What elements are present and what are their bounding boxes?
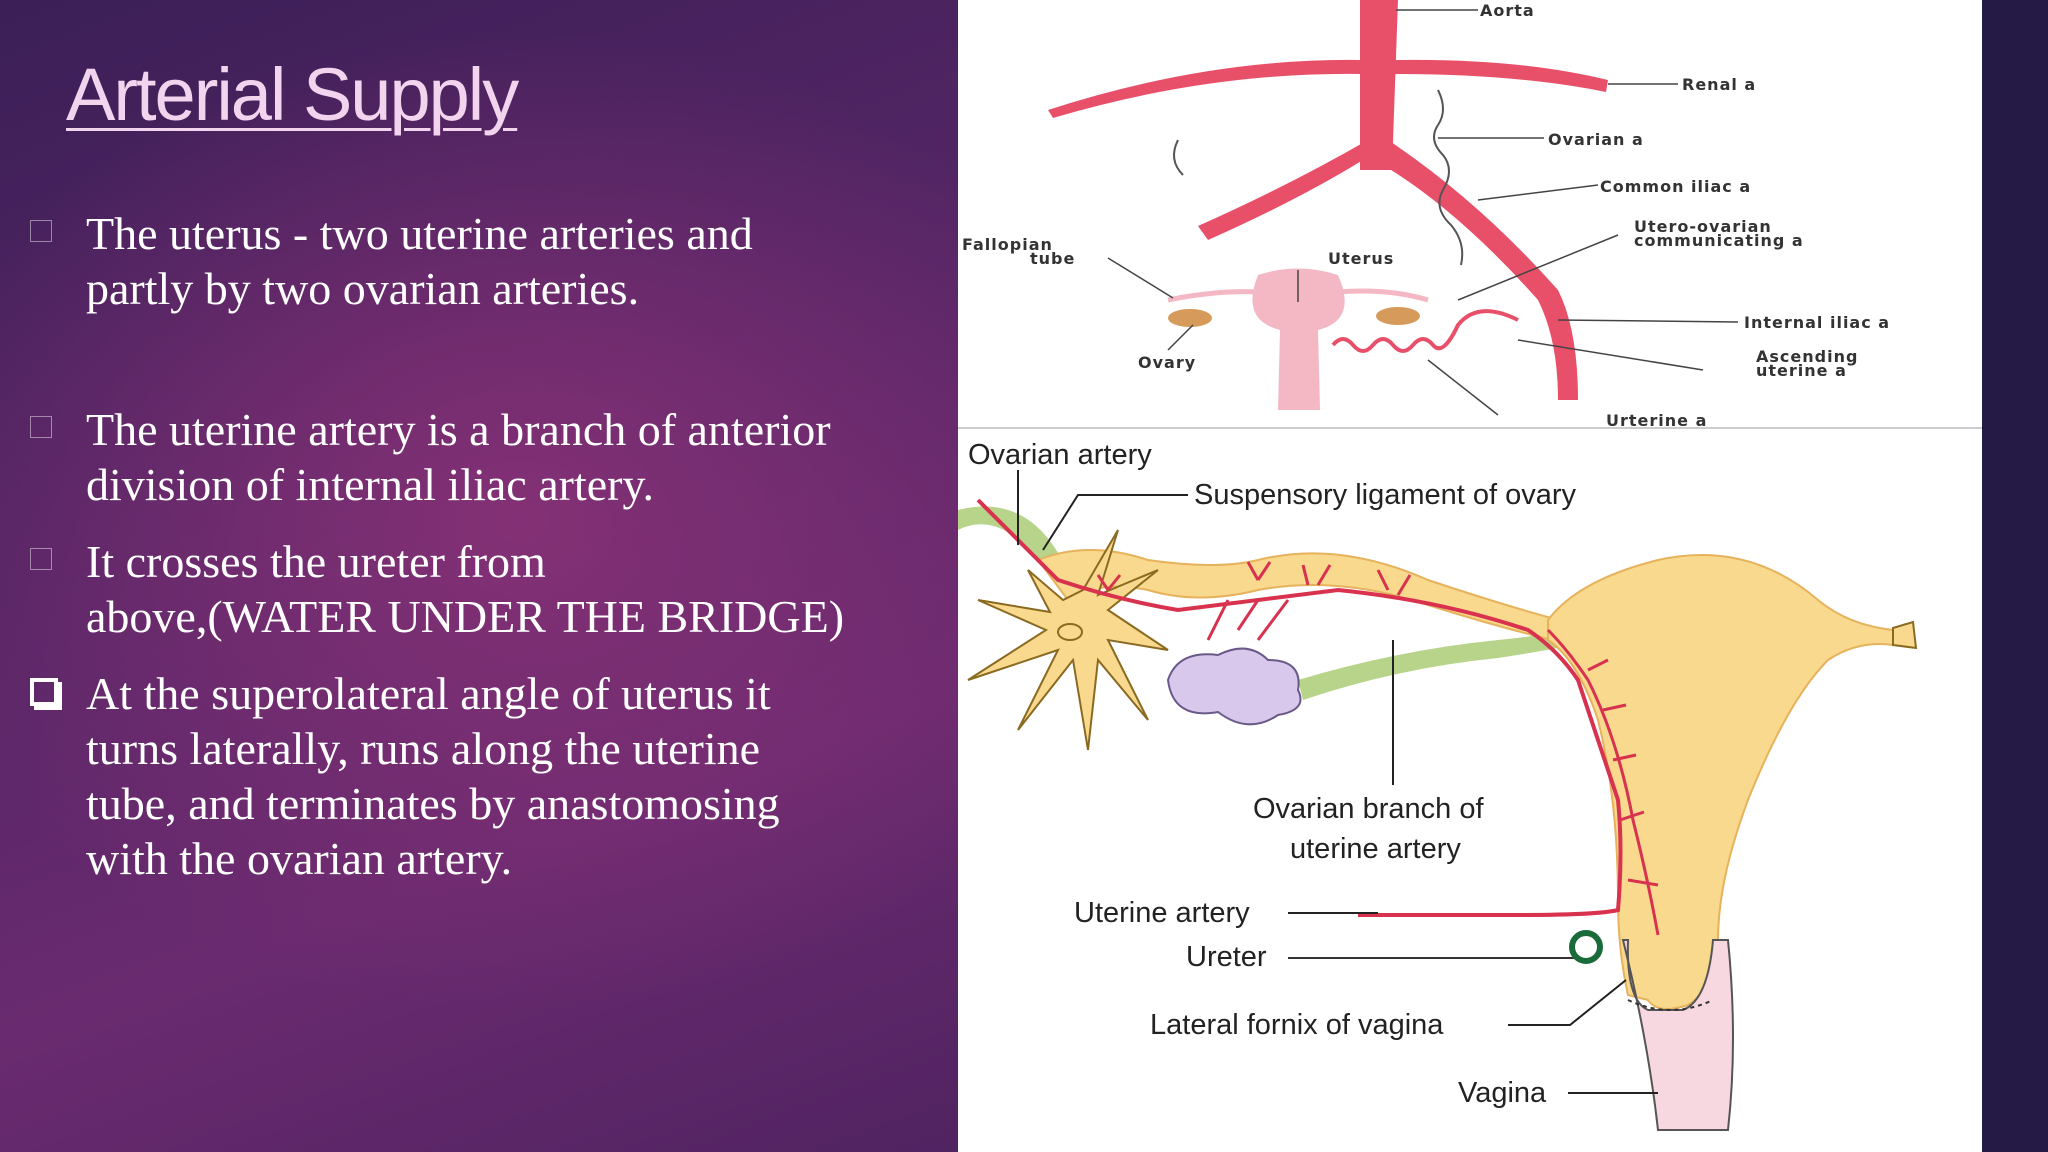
bullet-line: tube, and terminates by anastomosing xyxy=(86,778,780,829)
leader-lines xyxy=(1107,9,1739,416)
label-ascending-uterine: Ascending xyxy=(1756,347,1858,366)
bullet-line: It crosses the ureter from xyxy=(86,536,546,587)
label-ovarian-artery: Ovarian a xyxy=(1548,130,1644,149)
anatomy-diagram-panel: Aorta Renal a Ovarian a Common iliac a U… xyxy=(958,0,1982,1152)
fimbriae xyxy=(967,529,1169,751)
label-uterine-artery: Urterine a xyxy=(1606,411,1707,430)
label-renal-artery: Renal a xyxy=(1682,75,1756,94)
label-utero-ovarian: communicating a xyxy=(1634,231,1804,250)
uterine-artery-vessel xyxy=(1331,309,1519,353)
bullet-line: with the ovarian artery. xyxy=(86,833,513,884)
slide-edge-strip xyxy=(1982,0,2048,1152)
label-aorta: Aorta xyxy=(1480,1,1535,20)
vagina-shape xyxy=(1621,939,1734,1131)
label-ovarian-artery: Ovarian artery xyxy=(968,439,1152,471)
ovarian-artery-vessel xyxy=(1433,89,1464,266)
label-utero-ovarian: Utero-ovarian xyxy=(1634,217,1772,236)
label-uterine-artery: Uterine artery xyxy=(1074,897,1250,929)
label-ovarian-branch: uterine artery xyxy=(1290,833,1461,865)
bullet-line: partly by two ovarian arteries. xyxy=(86,263,640,314)
renal-artery-vessel xyxy=(1048,59,1360,118)
leader-lines-bottom xyxy=(1017,470,1658,1094)
slide-title: Arterial Supply xyxy=(66,53,519,136)
bullet-box-icon xyxy=(30,220,52,242)
label-internal-iliac: Internal iliac a xyxy=(1744,313,1890,332)
ureter-circle-icon xyxy=(1569,930,1603,964)
label-ovarian-branch: Ovarian branch of xyxy=(1253,793,1484,825)
label-fallopian-tube: tube xyxy=(1030,249,1075,268)
bullet-line: The uterus - two uterine arteries and xyxy=(86,208,753,259)
label-ascending-uterine: uterine a xyxy=(1756,361,1847,380)
label-uterus: Uterus xyxy=(1328,249,1394,268)
renal-artery-vessel xyxy=(1394,59,1608,92)
anatomy-diagram: Aorta Renal a Ovarian a Common iliac a U… xyxy=(958,0,1982,1131)
common-iliac-vessel xyxy=(1383,140,1578,400)
label-ovary: Ovary xyxy=(1138,353,1196,372)
label-lateral-fornix: Lateral fornix of vagina xyxy=(1150,1009,1444,1041)
aorta-vessel xyxy=(1360,0,1398,170)
bullet-line: At the superolateral angle of uterus it xyxy=(86,668,771,719)
uterus-tip xyxy=(1892,620,1918,650)
bottom-arterial-diagram: Ovarian artery Suspensory ligament of ov… xyxy=(958,439,1918,1131)
common-iliac-vessel xyxy=(1198,140,1368,240)
bullet-line: The uterine artery is a branch of anteri… xyxy=(86,404,831,455)
bullet-line: above,(WATER UNDER THE BRIDGE) xyxy=(86,591,845,642)
bullet-box-icon xyxy=(30,548,52,570)
top-arterial-diagram: Aorta Renal a Ovarian a Common iliac a U… xyxy=(962,0,1890,430)
ovary-shape xyxy=(1376,307,1420,325)
label-suspensory-ligament: Suspensory ligament of ovary xyxy=(1194,479,1577,511)
ovary-shape xyxy=(1168,309,1212,327)
artery-branches xyxy=(1096,561,1659,887)
label-ureter: Ureter xyxy=(1186,941,1267,973)
checkbox-bullet-icon xyxy=(30,678,58,706)
label-fallopian-tube: Fallopian xyxy=(962,235,1053,254)
label-vagina: Vagina xyxy=(1458,1077,1547,1109)
ovarian-artery-vessel xyxy=(1173,139,1184,176)
bullet-line: division of internal iliac artery. xyxy=(86,459,654,510)
ovarian-ligament xyxy=(1298,630,1573,700)
uterine-artery-vessel xyxy=(1546,628,1660,936)
ovary-shape xyxy=(1166,647,1302,726)
uterus-shape xyxy=(1252,268,1345,410)
label-common-iliac: Common iliac a xyxy=(1600,177,1751,196)
uterus-body xyxy=(1547,554,1894,1010)
fallopian-tube xyxy=(1337,288,1429,303)
bullet-line: turns laterally, runs along the uterine xyxy=(86,723,761,774)
bullet-box-icon xyxy=(30,416,52,438)
fallopian-tube xyxy=(1167,289,1259,303)
cervix-dotted-line xyxy=(1627,999,1714,1011)
ovarian-artery-vessel xyxy=(976,498,1623,917)
